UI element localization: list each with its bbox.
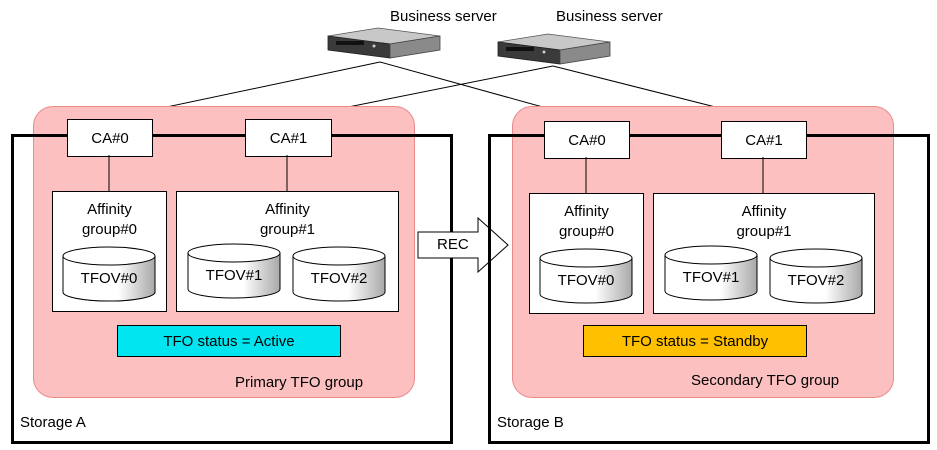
storage-b-ca1: CA#1 <box>721 121 807 159</box>
storage-a <box>11 134 453 444</box>
storage-b-label: Storage B <box>497 414 564 431</box>
volume-cylinder: TFOV#2 <box>292 246 386 302</box>
secondary-tfo-group-label: Secondary TFO group <box>691 372 840 389</box>
volume-label: TFOV#1 <box>682 269 740 286</box>
volume-label: TFOV#0 <box>557 272 615 289</box>
affinity-title-line2: group#0 <box>81 221 138 238</box>
storage-b <box>488 134 930 444</box>
tfo-status-active: TFO status = Active <box>117 325 341 357</box>
affinity-title-line1: Affinity <box>87 201 132 218</box>
affinity-title-line1: Affinity <box>265 201 310 218</box>
primary-tfo-group-label: Primary TFO group <box>235 374 364 391</box>
volume-label: TFOV#2 <box>787 272 845 289</box>
storage-a-ca1: CA#1 <box>245 119 332 157</box>
storage-a-ca0: CA#0 <box>67 119 153 157</box>
server-label-1: Business server <box>390 8 497 25</box>
affinity-title-line2: group#1 <box>259 221 316 238</box>
server-label-2: Business server <box>556 8 663 25</box>
volume-cylinder: TFOV#0 <box>539 248 633 304</box>
rec-label: REC <box>437 236 469 253</box>
volume-label: TFOV#2 <box>310 270 368 287</box>
storage-b-ca0: CA#0 <box>544 121 630 159</box>
affinity-title-line1: Affinity <box>741 203 787 220</box>
affinity-title-line1: Affinity <box>564 203 609 220</box>
volume-cylinder: TFOV#2 <box>769 248 863 304</box>
tfo-status-standby: TFO status = Standby <box>583 325 807 357</box>
volume-cylinder: TFOV#0 <box>62 246 156 302</box>
volume-label: TFOV#1 <box>205 267 263 284</box>
volume-cylinder: TFOV#1 <box>187 243 281 299</box>
volume-label: TFOV#0 <box>80 270 138 287</box>
affinity-title-line2: group#0 <box>558 223 615 240</box>
volume-cylinder: TFOV#1 <box>664 245 758 301</box>
affinity-title-line2: group#1 <box>736 223 792 240</box>
storage-a-label: Storage A <box>20 414 86 431</box>
